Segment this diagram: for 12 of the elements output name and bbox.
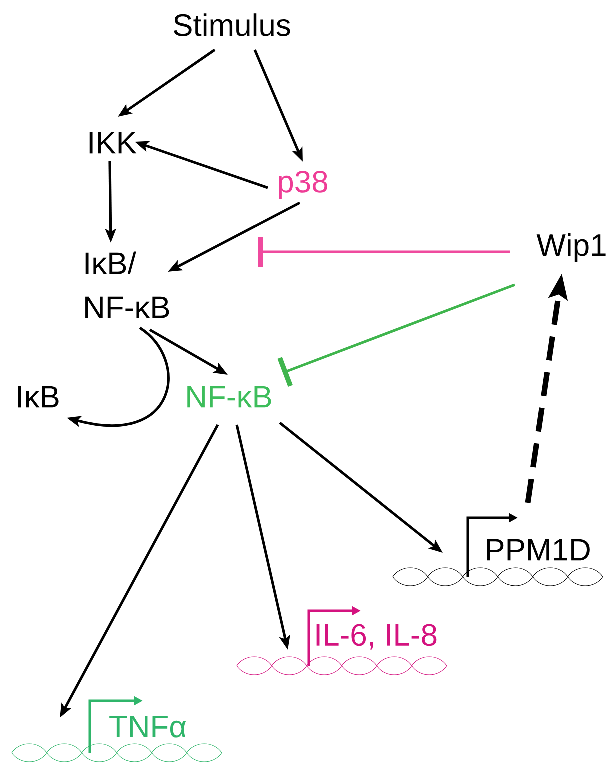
protein-label: Wip1: [536, 234, 606, 262]
arrow: [525, 274, 568, 504]
gene-label: PPM1D: [487, 539, 590, 561]
inhibition-line: [258, 237, 510, 267]
protein-label: p38: [279, 170, 328, 200]
gene-label: TNFα: [110, 716, 186, 738]
protein-label: IκB/ NF-κB: [86, 252, 170, 318]
gene-label: IL-6, IL-8: [316, 624, 437, 650]
protein-label: IκB: [18, 386, 59, 408]
protein-label: NF-κB: [188, 386, 272, 408]
protein-label: Stimulus: [174, 14, 290, 36]
protein-label: IKK: [90, 132, 137, 154]
